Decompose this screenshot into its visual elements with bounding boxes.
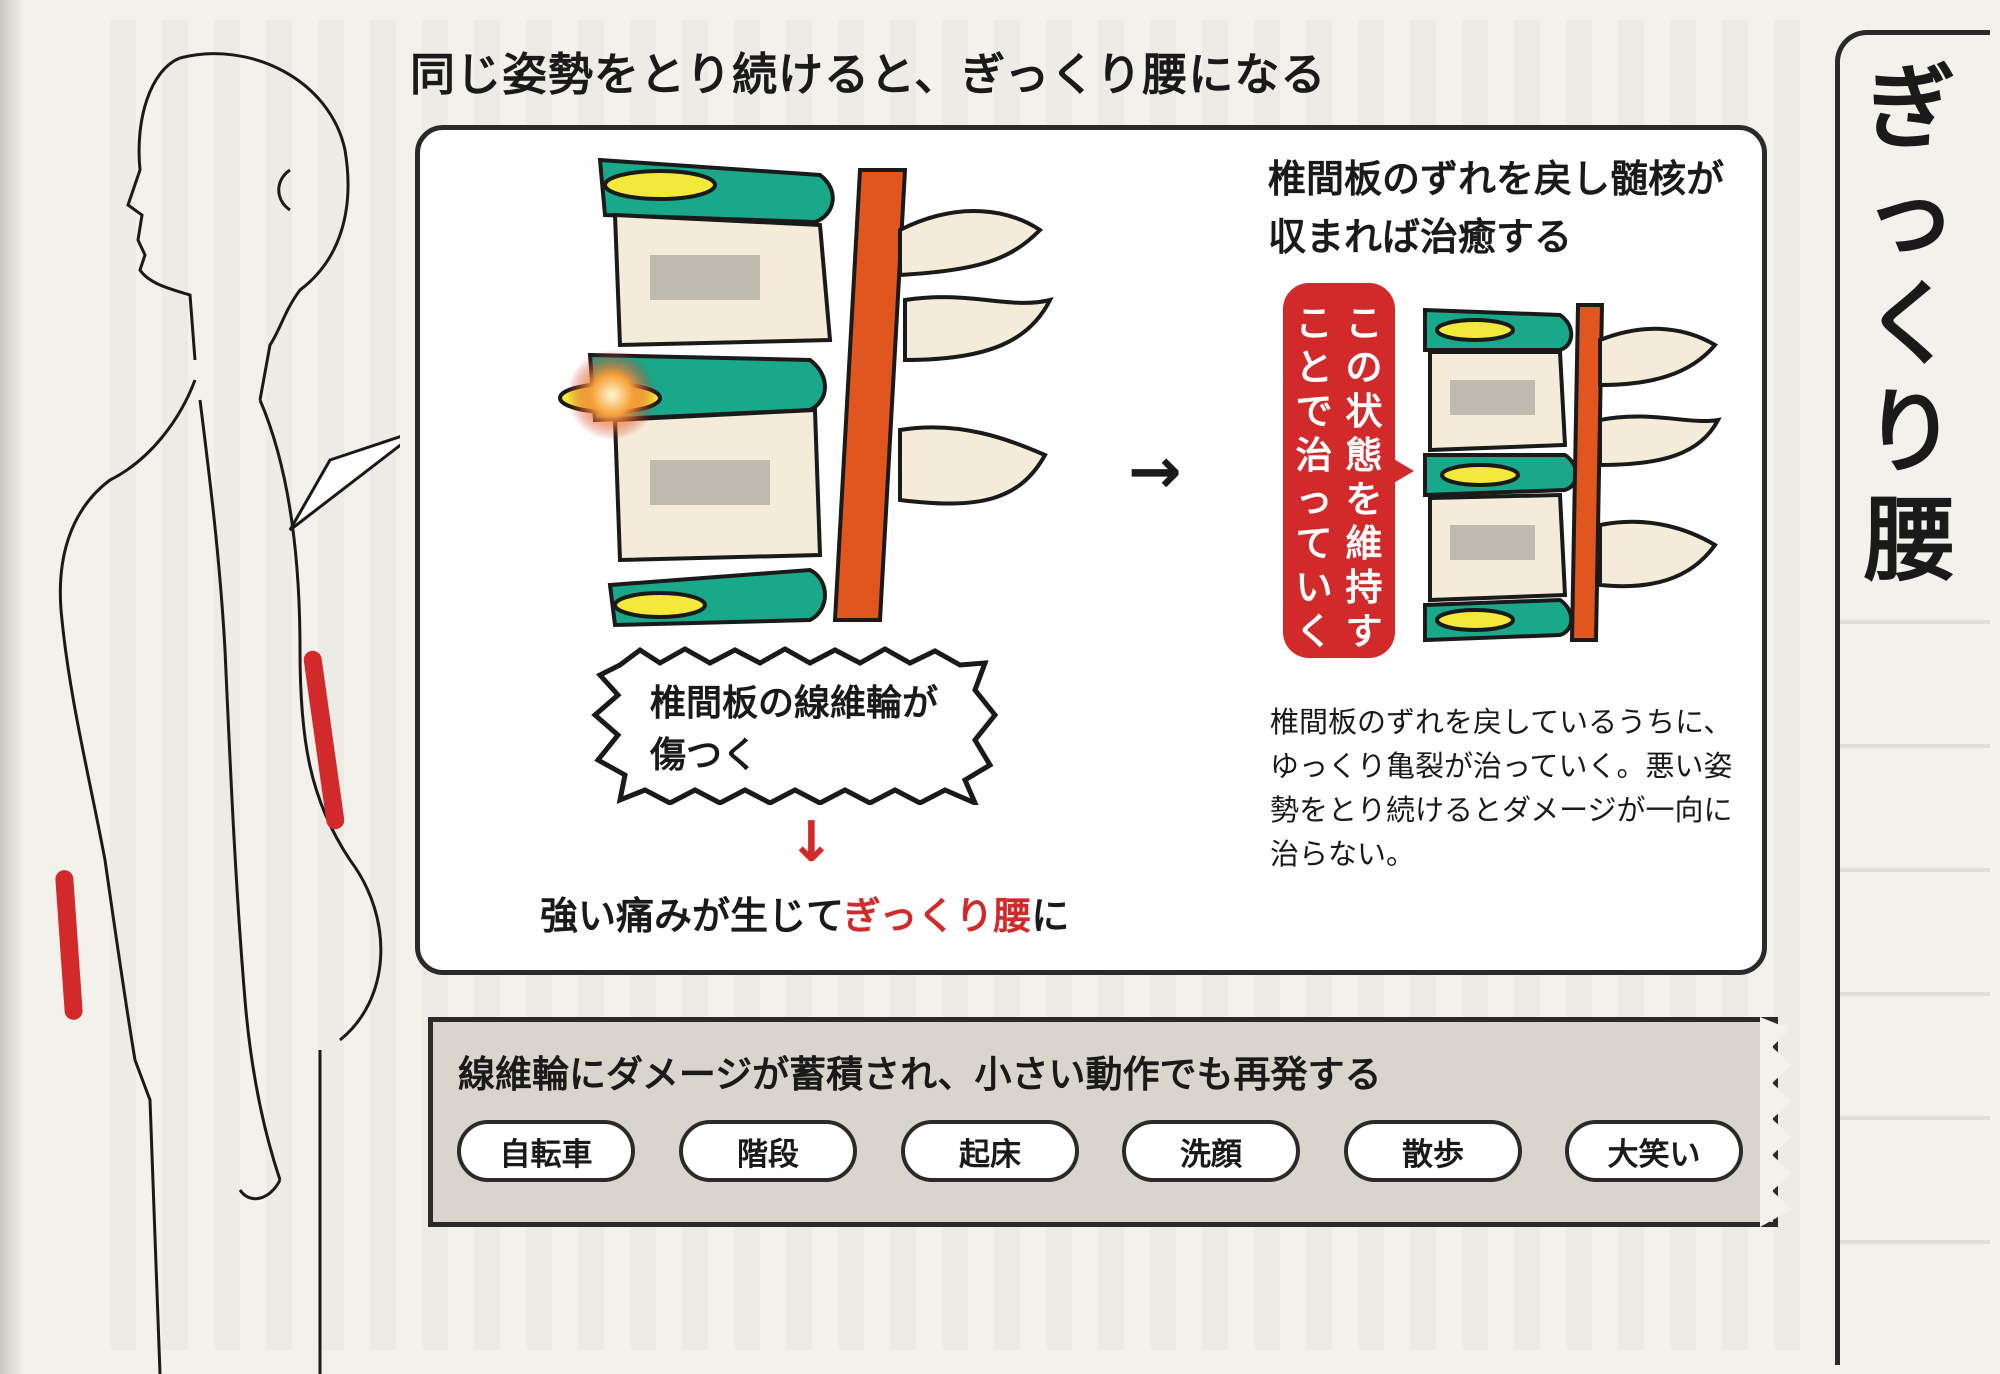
side-title-frame	[1835, 30, 1990, 1365]
heal-title: 椎間板のずれを戻し髄核が収まれば治癒する	[1268, 157, 1725, 259]
side-decoration	[1840, 500, 1990, 1340]
result-prefix: 強い痛みが生じて	[540, 894, 843, 938]
damage-label: 椎間板の線維輪が傷つく	[650, 683, 939, 776]
result-line: 強い痛みが生じてぎっくり腰に	[540, 885, 1069, 940]
side-title: ぎっくり腰	[1863, 55, 1956, 594]
maintain-callout	[1283, 283, 1395, 658]
pain-mark-front	[55, 870, 83, 1020]
trigger-pill: 洗顔	[1122, 1120, 1300, 1182]
pain-glow-icon	[567, 350, 657, 440]
human-body-figure	[55, 52, 400, 1374]
result-highlight: ぎっくり腰	[842, 894, 1032, 938]
right-arrow: →	[1128, 435, 1182, 509]
callout-pointer	[1392, 458, 1414, 484]
recurrence-title: 線維輪にダメージが蓄積され、小さい動作でも再発する	[458, 1053, 1382, 1096]
heal-description: 椎間板のずれを戻しているうちに、ゆっくり亀裂が治っていく。悪い姿勢をとり続けると…	[1270, 705, 1733, 871]
trigger-pill: 自転車	[457, 1120, 635, 1182]
trigger-pill: 起床	[901, 1120, 1079, 1182]
result-suffix: に	[1031, 894, 1070, 938]
trigger-pill: 階段	[679, 1120, 857, 1182]
torn-edge	[1760, 1017, 1792, 1227]
damage-burst-shape	[591, 646, 999, 805]
trigger-pill: 大笑い	[1565, 1120, 1743, 1182]
recurrence-box	[428, 1017, 1778, 1227]
main-title: 同じ姿勢をとり続けると、ぎっくり腰になる	[410, 48, 1327, 101]
pain-mark-back	[303, 650, 345, 830]
page-fold-shadow	[0, 0, 24, 1374]
callout-text-col2: ことで治っていく	[1295, 302, 1333, 653]
callout-text-col1: この状態を維持する	[1345, 302, 1383, 697]
trigger-pill: 散歩	[1344, 1120, 1522, 1182]
down-arrow: ↓	[788, 810, 835, 875]
